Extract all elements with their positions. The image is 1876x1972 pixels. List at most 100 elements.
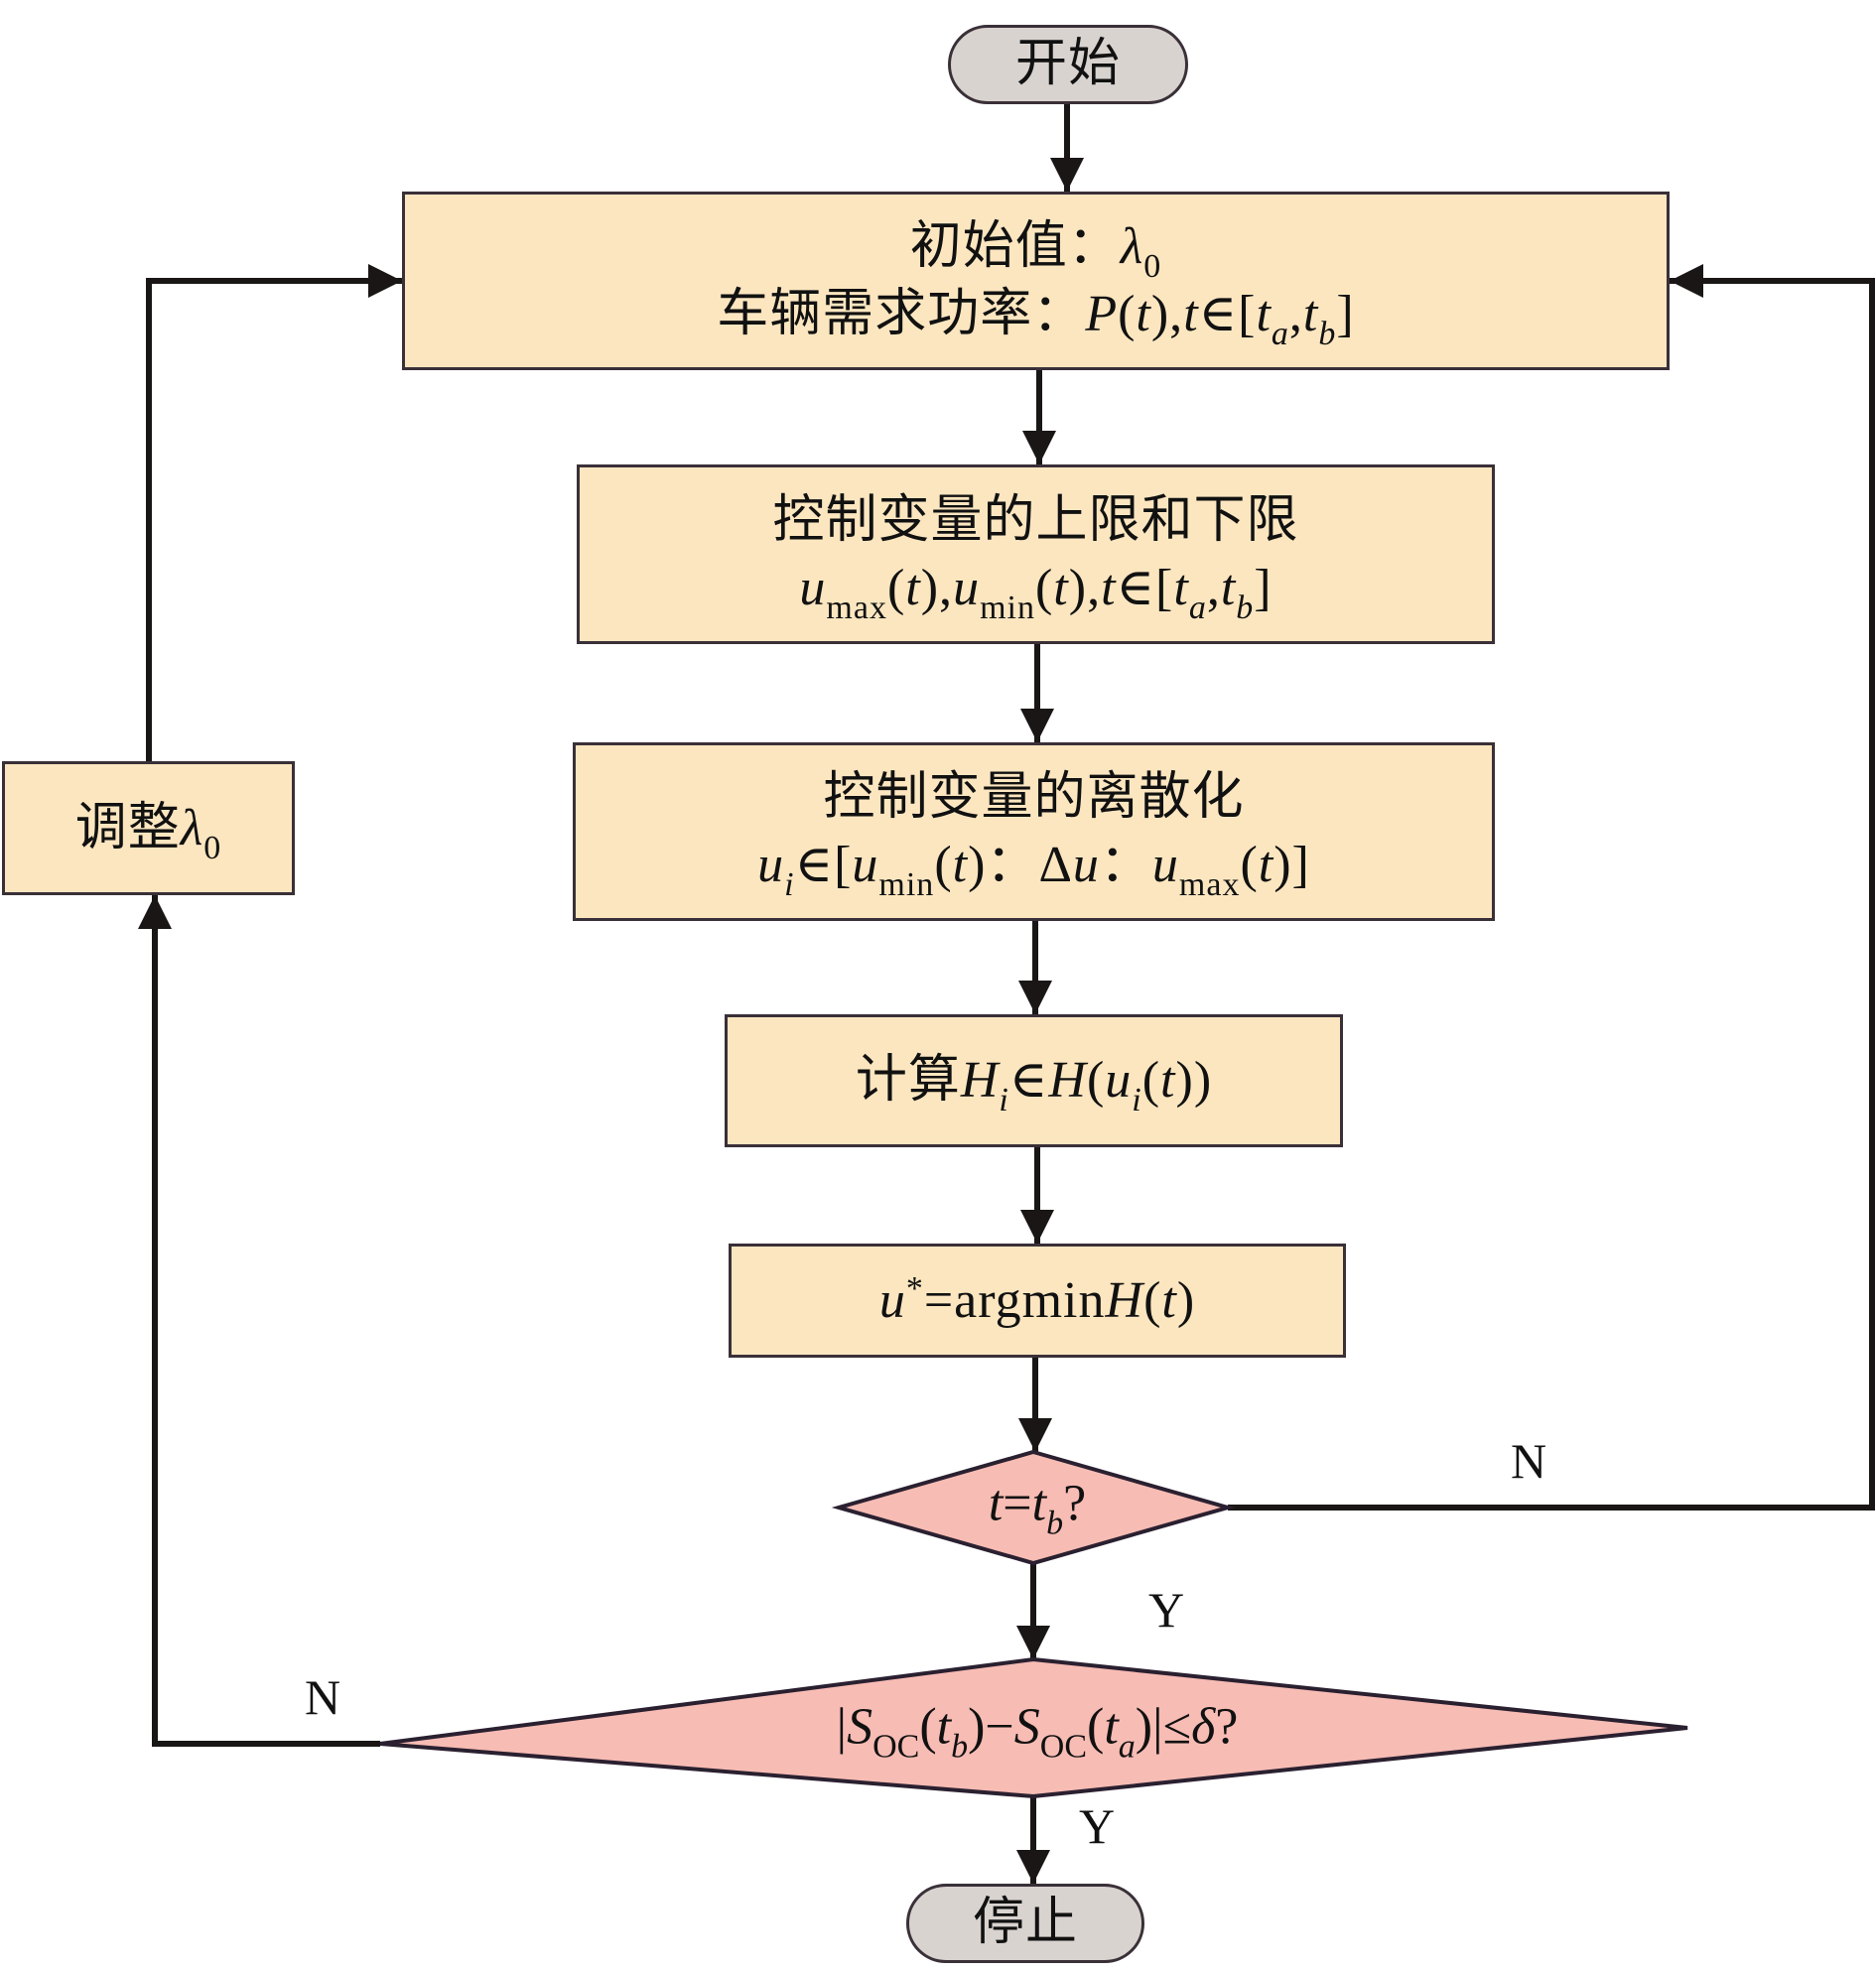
math-min: min	[980, 589, 1035, 626]
compute-label: 计算	[855, 1052, 961, 1110]
math-t: t	[988, 1475, 1004, 1532]
math-u: u	[757, 837, 785, 893]
math-u: u	[878, 1271, 906, 1329]
math-u: u	[1105, 1052, 1133, 1110]
math-max: max	[826, 589, 887, 626]
math-t: t	[1160, 1052, 1176, 1110]
math-i: i	[999, 1082, 1009, 1119]
math-a: a	[1188, 589, 1207, 626]
discretize-process-box: 控制变量的离散化 ui∈[umin(t)：Δu：umax(t)]	[573, 742, 1495, 921]
arrowhead-icon	[1016, 1850, 1050, 1884]
math-H: H	[1048, 1052, 1087, 1110]
edge-label-soc-yes: Y	[1078, 1798, 1116, 1854]
argmin-line: u*=argminH(t)	[878, 1269, 1196, 1329]
init-label: 初始值：	[909, 218, 1121, 276]
argmin-process-box: u*=argminH(t)	[729, 1244, 1346, 1358]
math-t: t	[1302, 286, 1319, 342]
math-argmin: =argmin	[923, 1271, 1106, 1329]
math-t: t	[952, 837, 969, 893]
edge-label-time-no: N	[1510, 1433, 1547, 1489]
math-i: i	[1132, 1082, 1142, 1119]
math-S: S	[1013, 1698, 1040, 1756]
math-star: *	[905, 1269, 924, 1307]
math-u: u	[852, 837, 879, 893]
decision-soc-shape	[379, 1656, 1688, 1799]
init-process-box: 初始值：λ0 车辆需求功率：P(t),t∈[ta,tb]	[402, 192, 1670, 370]
math-u: u	[1151, 837, 1179, 893]
math-OC: OC	[872, 1728, 920, 1766]
compute-hamiltonian-box: 计算Hi∈H(ui(t))	[725, 1014, 1343, 1147]
math-t: t	[1136, 286, 1151, 342]
math-u: u	[953, 559, 981, 616]
math-u: u	[799, 559, 827, 616]
math-i: i	[784, 866, 795, 903]
arrowhead-icon	[1020, 709, 1054, 742]
math-t: t	[1161, 1271, 1177, 1329]
math-a: a	[1271, 316, 1289, 352]
arrowhead-icon	[1022, 431, 1056, 464]
edge-decision-soc-no	[152, 895, 380, 1747]
arrowhead-icon	[1050, 158, 1084, 192]
math-b: b	[1046, 1505, 1064, 1542]
init-line-1: 初始值：λ0	[909, 213, 1162, 284]
init-line-2: 车辆需求功率：P(t),t∈[ta,tb]	[717, 286, 1355, 352]
math-P: P	[1085, 286, 1119, 342]
math-OC: OC	[1039, 1728, 1087, 1766]
start-terminal: 开始	[948, 25, 1188, 104]
bounds-line-2: umax(t),umin(t),t∈[ta,tb]	[799, 559, 1273, 626]
math-H: H	[1105, 1271, 1144, 1329]
bounds-line-1: 控制变量的上限和下限	[772, 491, 1299, 549]
math-t: t	[1258, 837, 1274, 893]
math-t: t	[1220, 559, 1237, 616]
stop-label: 停止	[972, 1895, 1078, 1952]
math-in: ∈	[1116, 559, 1156, 616]
math-t: t	[1173, 559, 1189, 616]
math-t: t	[1183, 286, 1199, 342]
math-t: t	[1101, 559, 1117, 616]
math-b: b	[951, 1728, 969, 1766]
decision-soc-text: |SOC(tb)−SOC(ta)|≤δ?	[836, 1698, 1239, 1766]
math-S: S	[847, 1698, 873, 1756]
edge-decision-time-no	[1228, 278, 1875, 1511]
decision-time-shape	[831, 1449, 1236, 1566]
arrowhead-icon	[1016, 1626, 1050, 1659]
math-question: ?	[1063, 1475, 1087, 1532]
lambda-symbol: λ	[180, 799, 204, 856]
math-le: ≤	[1162, 1698, 1192, 1756]
arrowhead-icon	[1018, 1418, 1052, 1452]
math-question: ?	[1215, 1698, 1239, 1756]
math-in: ∈	[794, 837, 835, 893]
arrowhead-icon	[368, 264, 402, 298]
adjust-lambda-box: 调整λ0	[2, 761, 295, 895]
math-t: t	[1031, 1475, 1047, 1532]
edge-label-soc-no: N	[304, 1669, 341, 1725]
math-a: a	[1118, 1728, 1136, 1766]
stop-terminal: 停止	[906, 1884, 1144, 1963]
math-colon: ：	[1099, 837, 1152, 893]
edge-label-time-yes: Y	[1147, 1582, 1185, 1638]
lambda-subscript: 0	[203, 829, 222, 866]
math-min: min	[878, 866, 935, 903]
math-t: t	[1256, 286, 1272, 342]
math-H: H	[960, 1052, 1000, 1110]
math-t: t	[1053, 559, 1069, 616]
adjust-label: 调整	[74, 799, 181, 856]
arrowhead-icon	[138, 895, 172, 929]
math-t: t	[1104, 1698, 1119, 1756]
math-b: b	[1236, 589, 1255, 626]
math-in: ∈	[1198, 286, 1239, 342]
math-t: t	[905, 559, 921, 616]
decision-time-text: t=tb?	[988, 1475, 1087, 1542]
math-max: max	[1178, 866, 1241, 903]
math-Delta: Δ	[1038, 837, 1073, 893]
adjust-line: 调整λ0	[74, 795, 222, 865]
math-b: b	[1318, 316, 1337, 352]
lambda-subscript: 0	[1143, 248, 1162, 286]
math-delta: δ	[1191, 1698, 1216, 1756]
edge-adjust-to-init	[146, 278, 402, 761]
math-t: t	[936, 1698, 952, 1756]
math-colon: ：	[986, 837, 1039, 893]
arrowhead-icon	[1018, 981, 1052, 1014]
compute-line: 计算Hi∈H(ui(t))	[855, 1052, 1213, 1119]
